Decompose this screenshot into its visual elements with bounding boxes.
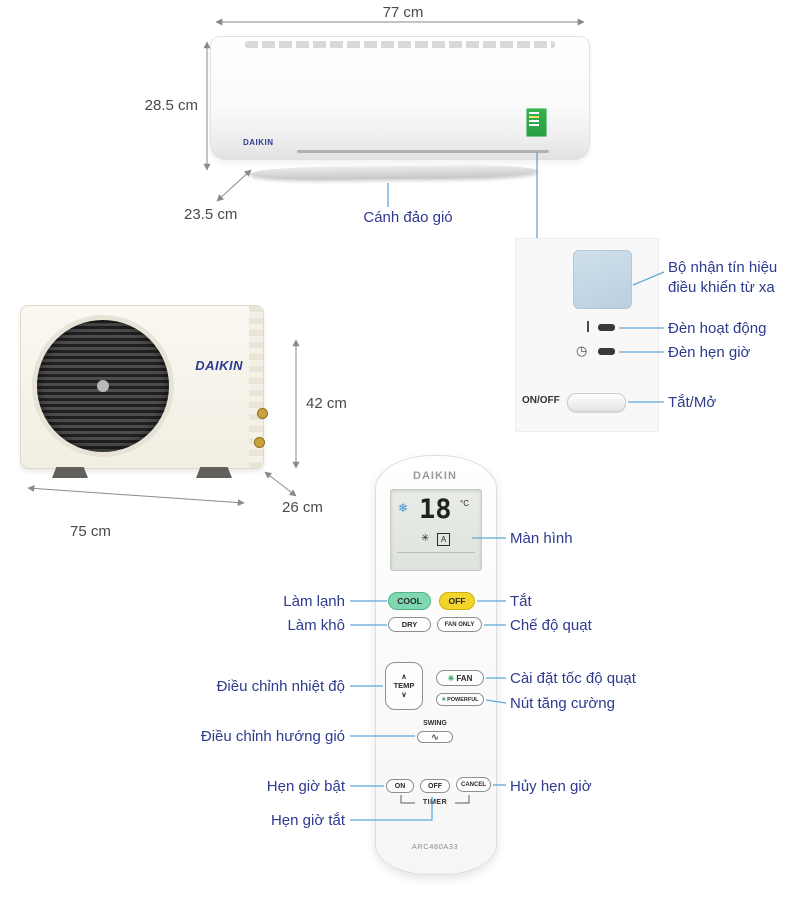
indoor-height-dimension: 28.5 cm: [144, 97, 198, 114]
timer-off-button: OFF: [420, 779, 450, 793]
indoor-width-dimension: 77 cm: [382, 4, 424, 21]
timer-off-annotation: Hẹn giờ tắt: [270, 812, 345, 829]
display-divider: [397, 552, 475, 553]
clock-icon: ◷: [576, 343, 588, 358]
remote-display: ❄ 18 °C ✳ A: [390, 489, 482, 571]
outdoor-fan-hub: [97, 380, 109, 392]
fan-button: ✳ FAN: [436, 670, 484, 686]
chevron-down-icon: ∨: [401, 690, 407, 700]
signal-receiver-label: Bộ nhận tín hiệu điều khiển từ xa: [668, 259, 778, 296]
operation-light-led: [598, 324, 615, 331]
remote-brand-logo: DAIKIN: [413, 470, 457, 482]
indoor-air-outlet: [297, 150, 549, 153]
cool-annotation: Làm lạnh: [283, 593, 345, 610]
outdoor-height-dimension: 42 cm: [306, 395, 347, 412]
temp-annotation: Điều chỉnh nhiệt độ: [216, 678, 345, 695]
operation-light-indicator: [587, 321, 589, 332]
swing-louver: [249, 164, 539, 181]
display-unit: °C: [460, 499, 469, 508]
timer-light-label: Đèn hẹn giờ: [668, 344, 751, 361]
fan-mode-annotation: Chế độ quạt: [510, 617, 592, 634]
powerful-icon: ✳: [441, 696, 447, 703]
outdoor-brand-logo: DAIKIN: [195, 358, 243, 373]
chevron-up-icon: ∧: [401, 671, 407, 681]
timer-cancel-annotation: Hủy hẹn giờ: [510, 778, 592, 795]
swing-annotation: Điều chỉnh hướng gió: [200, 728, 345, 745]
screen-annotation: Màn hình: [510, 530, 573, 547]
powerful-button: ✳ POWERFUL: [436, 693, 484, 706]
timer-on-annotation: Hẹn giờ bật: [266, 778, 345, 795]
swing-icon: ∿: [431, 731, 439, 742]
swing-button: ∿: [417, 731, 453, 743]
cool-button: COOL: [388, 592, 431, 610]
louver-label: Cánh đảo gió: [363, 209, 453, 226]
fan-button-label: FAN: [456, 673, 473, 683]
timer-cancel-button: CANCEL: [456, 777, 491, 792]
indoor-unit: DAIKIN: [210, 36, 590, 160]
outdoor-side-panel: [249, 306, 263, 468]
fan-icon: ✳: [447, 673, 455, 683]
powerful-button-label: POWERFUL: [447, 696, 479, 703]
outdoor-foot-left: [52, 467, 88, 478]
onoff-label: Tắt/Mở: [668, 394, 717, 411]
onoff-text: ON/OFF: [522, 395, 560, 406]
temp-button-label: TEMP: [393, 680, 415, 690]
display-fan-icon: ✳: [421, 533, 430, 544]
fan-only-button: FAN ONLY: [437, 617, 482, 632]
swing-button-label: SWING: [423, 720, 447, 727]
off-button: OFF: [439, 592, 475, 610]
display-temperature: 18: [419, 494, 452, 525]
operation-light-label: Đèn hoạt động: [668, 320, 767, 337]
refrigerant-valve-top: [257, 408, 268, 419]
powerful-annotation: Nút tăng cường: [510, 695, 615, 712]
outdoor-depth-dimension: 26 cm: [282, 499, 323, 516]
outdoor-unit: DAIKIN: [20, 305, 264, 469]
outdoor-foot-right: [196, 467, 232, 478]
fan-speed-annotation: Cài đặt tốc độ quạt: [510, 670, 636, 687]
timer-on-button: ON: [386, 779, 414, 793]
dry-annotation: Làm khô: [287, 617, 345, 634]
outdoor-width-dimension: 75 cm: [70, 523, 111, 540]
power-off-annotation: Tắt: [510, 593, 532, 610]
indoor-brand-logo: DAIKIN: [243, 138, 274, 147]
timer-light-led: [598, 348, 615, 355]
snowflake-icon: ❄: [398, 501, 409, 515]
dry-button: DRY: [388, 617, 431, 632]
indoor-depth-dimension: 23.5 cm: [184, 206, 238, 223]
energy-rating-label: [526, 108, 547, 137]
refrigerant-valve-bottom: [254, 437, 265, 448]
remote-model-number: ARC480A33: [411, 842, 459, 851]
temp-button: ∧ TEMP ∨: [385, 662, 423, 710]
indoor-vent-grille: [245, 41, 555, 48]
display-auto-mode: A: [437, 533, 450, 546]
onoff-button: [567, 393, 626, 412]
timer-group-label: TIMER: [422, 799, 448, 806]
signal-receiver-window: [573, 250, 632, 309]
